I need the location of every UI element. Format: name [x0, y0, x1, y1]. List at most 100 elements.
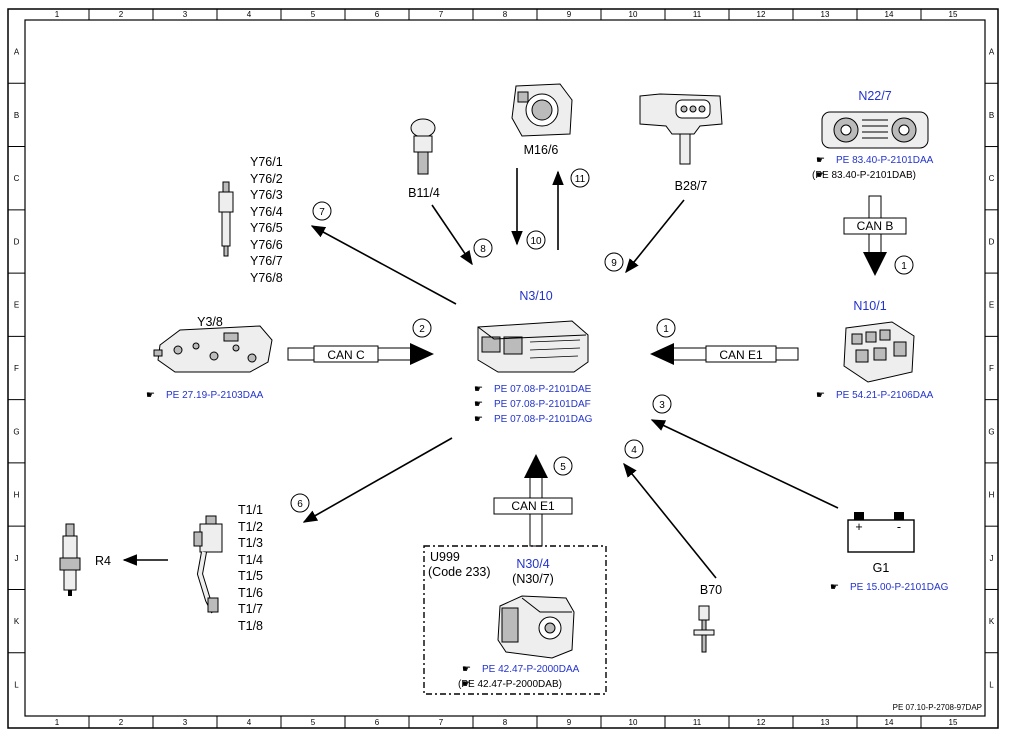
grid-column-label: 13 — [821, 10, 830, 19]
grid-row-label: G — [988, 427, 994, 436]
b70-crankshaft-sensor-icon — [693, 605, 715, 653]
svg-text:PE 27.19-P-2103DAA: PE 27.19-P-2103DAA — [166, 390, 264, 401]
signal-arrow-6 — [302, 437, 453, 523]
ref-icon: ☛ — [816, 390, 825, 401]
grid-row-label: B — [14, 111, 19, 120]
svg-text:T1/2: T1/2 — [238, 520, 263, 534]
grid-column-label: 12 — [757, 10, 766, 19]
svg-text:PE 83.40-P-2101DAA: PE 83.40-P-2101DAA — [836, 155, 934, 166]
grid-row-label: G — [13, 427, 19, 436]
grid-column-label: 12 — [757, 718, 766, 727]
n30-7-label: (N30/7) — [512, 572, 554, 586]
n3-10-refs: ☛ PE 07.08-P-2101DAE ☛ PE 07.08-P-2101DA… — [474, 384, 593, 425]
svg-text:Y76/8: Y76/8 — [250, 271, 283, 285]
grid-column-label: 13 — [821, 718, 830, 727]
ref-icon: ☛ — [462, 664, 471, 675]
n10-1-label: N10/1 — [853, 299, 886, 313]
ref-icon: ☛ — [816, 170, 825, 181]
svg-text:PE 15.00-P-2101DAG: PE 15.00-P-2101DAG — [850, 582, 949, 593]
signal-arrow-9 — [625, 199, 685, 274]
n22-7-label: N22/7 — [858, 89, 891, 103]
svg-text:T1/1: T1/1 — [238, 503, 263, 517]
grid-column-label: 10 — [629, 10, 638, 19]
svg-text:PE 42.47-P-2000DAA: PE 42.47-P-2000DAA — [482, 664, 580, 675]
can-e1-right-label: CAN E1 — [719, 348, 763, 362]
svg-text:T1/5: T1/5 — [238, 569, 263, 583]
svg-text:Y76/2: Y76/2 — [250, 172, 283, 186]
svg-text:(PE 83.40-P-2101DAB): (PE 83.40-P-2101DAB) — [812, 170, 916, 181]
b11-4-label: B11/4 — [408, 186, 440, 200]
ref-icon: ☛ — [474, 399, 483, 410]
grid-row-label: H — [14, 491, 20, 500]
t1-coil-labels: T1/1 T1/2 T1/3 T1/4 T1/5 T1/6 T1/7 T1/8 — [238, 503, 263, 633]
grid-column-label: 14 — [885, 718, 894, 727]
grid-row-label: C — [989, 174, 995, 183]
svg-text:T1/7: T1/7 — [238, 602, 263, 616]
signal-2: 2 — [419, 324, 425, 335]
grid-column-label: 14 — [885, 10, 894, 19]
battery-minus: - — [897, 520, 901, 534]
signal-1: 1 — [663, 324, 669, 335]
grid-column-label: 9 — [567, 10, 572, 19]
grid-row-label: L — [989, 680, 994, 689]
y3-8-label: Y3/8 — [197, 315, 223, 329]
signal-4: 4 — [631, 445, 637, 456]
n10-1-ref: ☛ PE 54.21-P-2106DAA — [816, 390, 934, 401]
grid-row-label: J — [15, 554, 19, 563]
ref-icon: ☛ — [816, 155, 825, 166]
grid-column-label: 2 — [119, 10, 124, 19]
u999-code-note: (Code 233) — [428, 565, 491, 579]
signal-10: 10 — [530, 236, 542, 247]
grid-row-label: J — [990, 554, 994, 563]
svg-text:Y76/6: Y76/6 — [250, 238, 283, 252]
battery-plus: + — [855, 520, 862, 534]
svg-text:Y76/5: Y76/5 — [250, 221, 283, 235]
grid-row-label: A — [14, 48, 20, 57]
can-e1-bottom-label: CAN E1 — [511, 499, 555, 513]
can-c-label: CAN C — [327, 348, 365, 362]
can-b-bus: CAN B 1 — [843, 195, 914, 276]
grid-column-label: 4 — [247, 718, 252, 727]
signal-arrow-3 — [650, 419, 839, 509]
grid-row-label: A — [989, 48, 995, 57]
n22-7-refs: ☛ PE 83.40-P-2101DAA ☛ (PE 83.40-P-2101D… — [812, 155, 934, 181]
grid-row-label: D — [989, 237, 995, 246]
document-id: PE 07.10-P-2708-97DAP — [893, 703, 982, 712]
signal-9: 9 — [611, 258, 617, 269]
b70-label: B70 — [700, 583, 722, 597]
ref-icon: ☛ — [474, 414, 483, 425]
grid-column-label: 8 — [503, 718, 508, 727]
grid-column-label: 10 — [629, 718, 638, 727]
grid-row-label: F — [14, 364, 19, 373]
grid-column-label: 3 — [183, 10, 188, 19]
m16-6-label: M16/6 — [524, 143, 559, 157]
grid-column-label: 8 — [503, 10, 508, 19]
grid-column-label: 11 — [693, 10, 702, 19]
r4-spark-plug-icon — [59, 523, 81, 596]
n30-4-label: N30/4 — [516, 557, 549, 571]
grid-row-label: K — [14, 617, 20, 626]
grid-column-label: 3 — [183, 718, 188, 727]
g1-ref: ☛ PE 15.00-P-2101DAG — [830, 582, 949, 593]
grid-row-label: B — [989, 111, 994, 120]
n3-10-ecu-icon — [477, 320, 589, 373]
svg-text:T1/8: T1/8 — [238, 619, 263, 633]
grid-column-label: 4 — [247, 10, 252, 19]
svg-text:Y76/7: Y76/7 — [250, 254, 283, 268]
signal-8: 8 — [480, 244, 486, 255]
b28-7-pressure-sensor-icon — [639, 93, 723, 165]
grid-column-label: 5 — [311, 10, 316, 19]
grid-column-label: 7 — [439, 718, 444, 727]
grid-row-label: C — [14, 174, 20, 183]
svg-text:PE 07.08-P-2101DAE: PE 07.08-P-2101DAE — [494, 384, 592, 395]
n10-1-sam-icon — [843, 321, 915, 383]
svg-text:T1/4: T1/4 — [238, 553, 263, 567]
g1-battery-icon: + - — [847, 512, 915, 553]
y76-injector-icon — [218, 181, 234, 257]
u999-label: U999 — [430, 550, 460, 564]
n3-10-label: N3/10 — [519, 289, 552, 303]
m16-6-throttle-icon — [511, 83, 573, 137]
signal-6: 6 — [297, 499, 303, 510]
